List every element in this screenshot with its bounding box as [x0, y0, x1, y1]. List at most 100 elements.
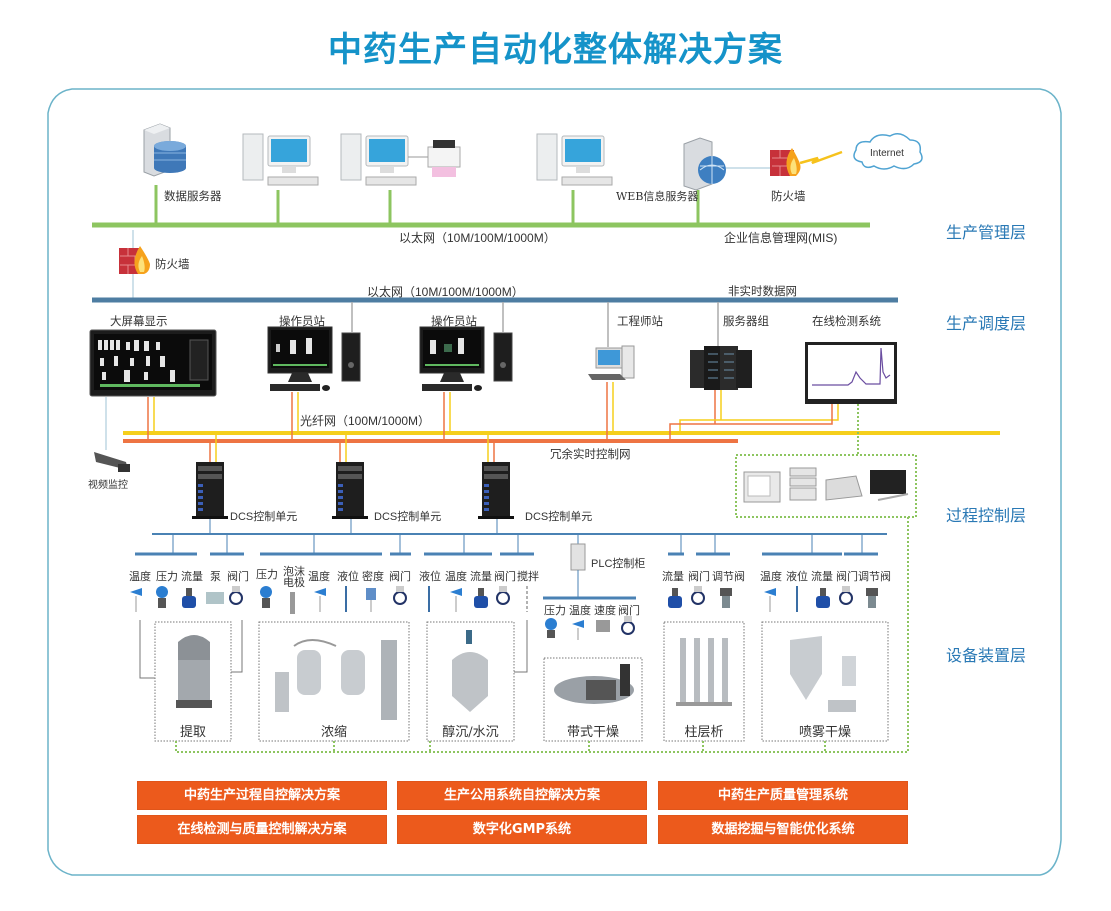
non-realtime-network-label: 非实时数据网 — [728, 284, 797, 298]
mis-network-label: 企业信息管理网(MIS) — [724, 231, 838, 245]
instrument-label: 密度 — [362, 570, 384, 583]
internet-cloud-icon — [853, 133, 923, 170]
engineer-station-icon — [588, 345, 635, 380]
belt-dryer-icon — [554, 664, 634, 704]
instrument-label: 阀门 — [227, 570, 249, 583]
diagram-frame — [47, 88, 1062, 876]
extraction-tank-icon — [176, 635, 212, 708]
instrument-label: 泵 — [210, 570, 221, 583]
plc-cabinet-icon — [570, 543, 586, 598]
operator-station-label: 操作员站 — [279, 314, 325, 328]
plc-cabinet-label: PLC控制柜 — [591, 558, 646, 570]
fiber-network-label: 光纤网（100M/1000M） — [300, 414, 431, 428]
instrument-label: 液位 — [337, 570, 359, 583]
precipitation-tank-icon — [452, 630, 488, 712]
solution-button-quality-management[interactable]: 中药生产质量管理系统 — [658, 781, 908, 810]
instrument-label: 温度 — [445, 570, 467, 583]
equipment-label: 浓缩 — [320, 725, 347, 740]
lab-instruments-icon — [743, 467, 909, 503]
instrument-label: 液位 — [786, 570, 808, 583]
instrument-label: 阀门 — [836, 570, 858, 583]
management-ethernet-label: 以太网（10M/100M/1000M） — [399, 231, 556, 245]
internet-label: Internet — [870, 148, 904, 159]
equipment-box-extraction — [154, 621, 232, 742]
equipment-label: 提取 — [179, 725, 206, 740]
dcs-control-unit-icon — [192, 462, 228, 519]
layer-label-process-control: 过程控制层 — [946, 506, 1027, 525]
layer-label-equipment: 设备装置层 — [946, 646, 1027, 665]
instrument-label: 泡沫电极 — [283, 565, 305, 589]
instrument-label: 阀门 — [688, 570, 710, 583]
layer-label-management: 生产管理层 — [946, 223, 1027, 242]
database-server-icon — [143, 123, 186, 177]
equipment-box-precipitation — [426, 621, 515, 742]
workstation-icon — [242, 133, 319, 186]
workstation-icon — [536, 133, 613, 186]
firewall-label: 防火墙 — [155, 257, 190, 271]
video-camera-icon — [94, 452, 130, 472]
solution-button-utility-automation[interactable]: 生产公用系统自控解决方案 — [397, 781, 647, 810]
dcs-unit-label: DCS控制单元 — [525, 511, 593, 523]
instrument-label: 阀门 — [618, 604, 640, 617]
online-detection-monitor-icon — [805, 342, 897, 404]
chromatography-column-icon — [676, 638, 732, 706]
operator-station-icon — [419, 326, 513, 391]
page-title: 中药生产自动化整体解决方案 — [328, 30, 783, 70]
online-detection-label: 在线检测系统 — [812, 314, 881, 328]
equipment-label: 喷雾干燥 — [798, 725, 851, 740]
equipment-label: 醇沉/水沉 — [442, 725, 499, 740]
operator-station-label: 操作员站 — [431, 314, 477, 328]
instrument-label: 阀门 — [494, 570, 516, 583]
web-server-label: WEB信息服务器 — [616, 190, 699, 203]
instrument-label: 压力 — [256, 568, 278, 581]
spray-dryer-icon — [790, 636, 856, 712]
instrument-label: 温度 — [308, 570, 330, 583]
instrument-label: 流量 — [811, 570, 833, 583]
firewall-label: 防火墙 — [771, 189, 806, 203]
instrument-label: 调节阀 — [858, 570, 891, 583]
instrument-label: 速度 — [594, 604, 616, 617]
layer-label-scheduling: 生产调度层 — [946, 314, 1027, 333]
instrument-label: 流量 — [662, 570, 684, 583]
workstation-with-printer-icon — [340, 133, 461, 186]
equipment-label: 柱层析 — [684, 725, 724, 740]
solution-button-online-detection[interactable]: 在线检测与质量控制解决方案 — [137, 815, 387, 844]
dcs-control-unit-icon — [478, 462, 514, 519]
web-server-icon — [683, 137, 770, 191]
dcs-unit-label: DCS控制单元 — [374, 511, 442, 523]
instrument-label: 流量 — [181, 570, 203, 583]
instrument-label: 温度 — [569, 604, 591, 617]
instrument-label: 搅拌 — [517, 570, 539, 583]
scheduling-ethernet-label: 以太网（10M/100M/1000M） — [367, 285, 524, 299]
server-group-icon — [690, 346, 752, 390]
instrument-label: 压力 — [156, 570, 178, 583]
big-screen-display-icon — [89, 329, 217, 397]
evaporator-icon — [275, 639, 397, 720]
server-group-label: 服务器组 — [723, 314, 769, 328]
instrument-label: 液位 — [419, 570, 441, 583]
operator-station-icon — [267, 326, 361, 391]
instrument-label: 压力 — [544, 604, 566, 617]
firewall-icon — [119, 246, 150, 274]
dcs-control-unit-icon — [332, 462, 368, 519]
instrument-label: 流量 — [470, 570, 492, 583]
big-screen-label: 大屏幕显示 — [110, 314, 168, 328]
equipment-label: 带式干燥 — [566, 725, 619, 740]
data-server-label: 数据服务器 — [164, 189, 222, 203]
equipment-box-chromatography — [663, 621, 745, 742]
engineer-station-label: 工程师站 — [617, 314, 663, 328]
instrument-label: 温度 — [760, 570, 782, 583]
solution-button-data-mining[interactable]: 数据挖掘与智能优化系统 — [658, 815, 908, 844]
dcs-unit-label: DCS控制单元 — [230, 511, 298, 523]
equipment-box-concentration — [258, 621, 410, 742]
firewall-icon — [770, 148, 843, 176]
video-surveillance-label: 视频监控 — [88, 480, 128, 491]
equipment-box-belt-drying — [543, 657, 643, 742]
solution-button-digital-gmp[interactable]: 数字化GMP系统 — [397, 815, 647, 844]
instrument-label: 温度 — [129, 570, 151, 583]
solution-button-process-automation[interactable]: 中药生产过程自控解决方案 — [137, 781, 387, 810]
equipment-box-spray-drying — [761, 621, 889, 742]
redundant-network-label: 冗余实时控制网 — [550, 447, 631, 461]
instrument-label: 调节阀 — [712, 570, 745, 583]
